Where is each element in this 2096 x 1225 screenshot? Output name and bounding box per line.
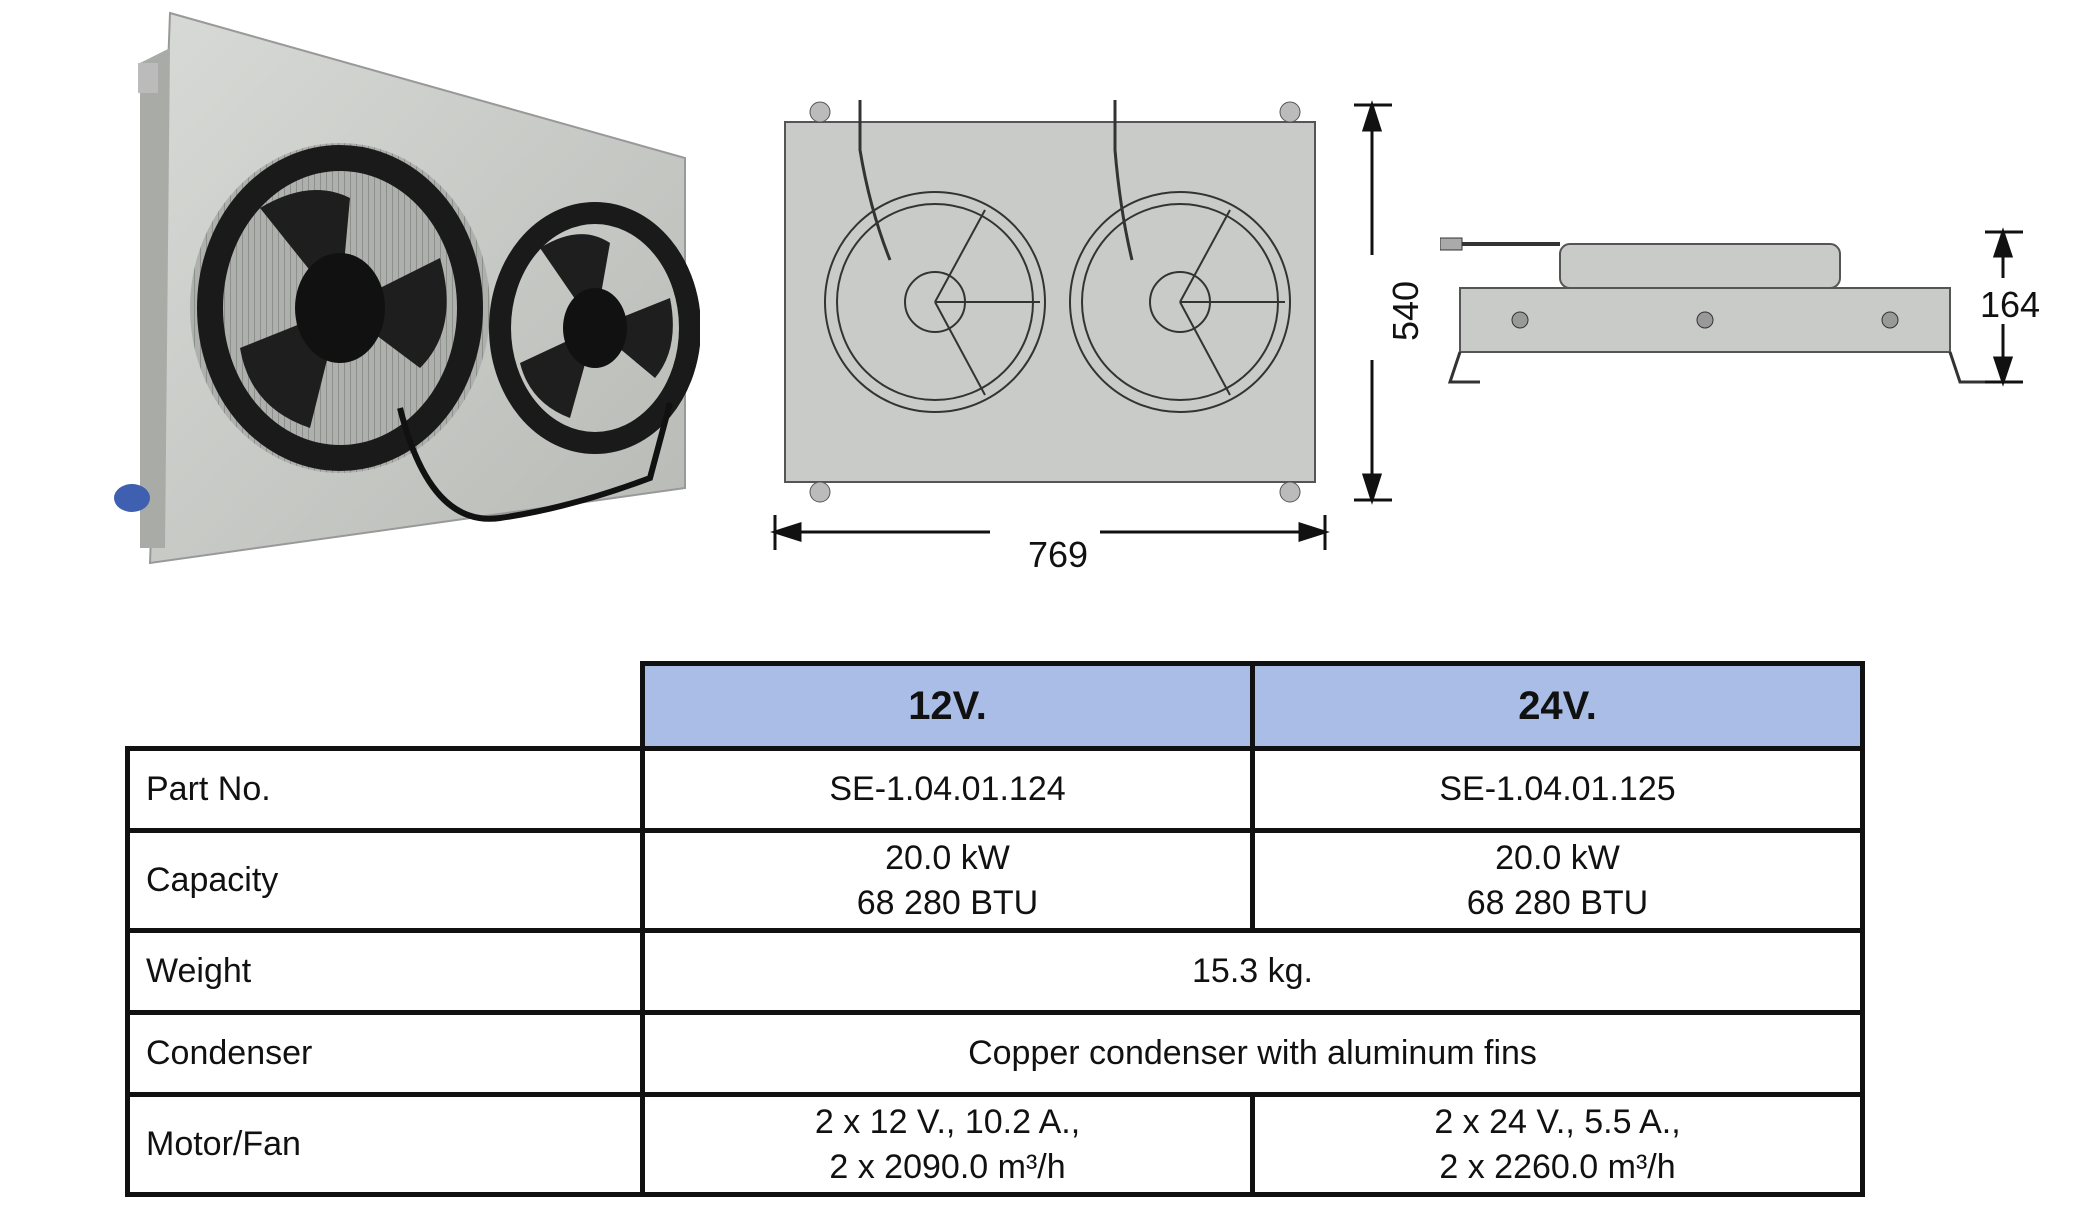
motor-fan-24v: 2 x 24 V., 5.5 A., 2 x 2260.0 m³/h — [1250, 1092, 1865, 1197]
part-no-label: Part No. — [125, 746, 645, 833]
width-dimension: 769 — [1028, 534, 1089, 575]
column-24v: 24V. — [1250, 661, 1865, 751]
condenser-label: Condenser — [125, 1010, 645, 1097]
capacity-label: Capacity — [125, 828, 645, 933]
fan-left-outline-icon — [824, 191, 1046, 413]
column-12v: 12V. — [640, 661, 1255, 751]
weight-label: Weight — [125, 928, 645, 1015]
capacity-24v: 20.0 kW 68 280 BTU — [1250, 828, 1865, 933]
front-view-drawing — [770, 100, 1392, 550]
side-view-drawing — [1440, 227, 2023, 387]
fan-left-icon — [197, 145, 483, 471]
weight-value: 15.3 kg. — [640, 928, 1865, 1015]
header-row: 12V. 24V. — [128, 661, 1865, 751]
table-row: Weight 15.3 kg. — [125, 928, 1865, 1015]
mount-icon — [1511, 311, 1529, 329]
motor-fan-12v-flow: 2 x 2090.0 m³/h — [829, 1147, 1066, 1186]
motor-fan-24v-flow: 2 x 2260.0 m³/h — [1439, 1147, 1676, 1186]
specification-table: 12V. 24V. Part No. SE-1.04.01.124 SE-1.0… — [125, 661, 1865, 1197]
capacity-12v-btu: 68 280 BTU — [856, 883, 1039, 922]
table-row: Capacity 20.0 kW 68 280 BTU 20.0 kW 68 2… — [125, 828, 1865, 933]
depth-dimension: 164 — [1980, 284, 2041, 325]
part-no-24v: SE-1.04.01.125 — [1250, 746, 1865, 833]
fan-right-icon — [489, 202, 700, 454]
motor-fan-12v: 2 x 12 V., 10.2 A., 2 x 2090.0 m³/h — [640, 1092, 1255, 1197]
table-row: Motor/Fan 2 x 12 V., 10.2 A., 2 x 2090.0… — [125, 1092, 1865, 1197]
header-blank-cell — [128, 664, 643, 749]
coolant-plug-icon — [114, 484, 150, 512]
motor-fan-12v-power: 2 x 12 V., 10.2 A., — [814, 1103, 1081, 1142]
capacity-12v-kw: 20.0 kW — [885, 839, 1010, 878]
motor-fan-label: Motor/Fan — [125, 1092, 645, 1197]
table-row: Condenser Copper condenser with aluminum… — [125, 1010, 1865, 1097]
capacity-24v-btu: 68 280 BTU — [1466, 883, 1649, 922]
fan-right-outline-icon — [1069, 191, 1291, 413]
motor-fan-24v-power: 2 x 24 V., 5.5 A., — [1434, 1103, 1681, 1142]
part-no-12v: SE-1.04.01.124 — [640, 746, 1255, 833]
condenser-value: Copper condenser with aluminum fins — [640, 1010, 1865, 1097]
capacity-12v: 20.0 kW 68 280 BTU — [640, 828, 1255, 933]
height-dimension: 540 — [1385, 280, 1427, 342]
capacity-24v-kw: 20.0 kW — [1495, 839, 1620, 878]
table-row: Part No. SE-1.04.01.124 SE-1.04.01.125 — [125, 746, 1865, 833]
product-photo — [114, 11, 700, 565]
